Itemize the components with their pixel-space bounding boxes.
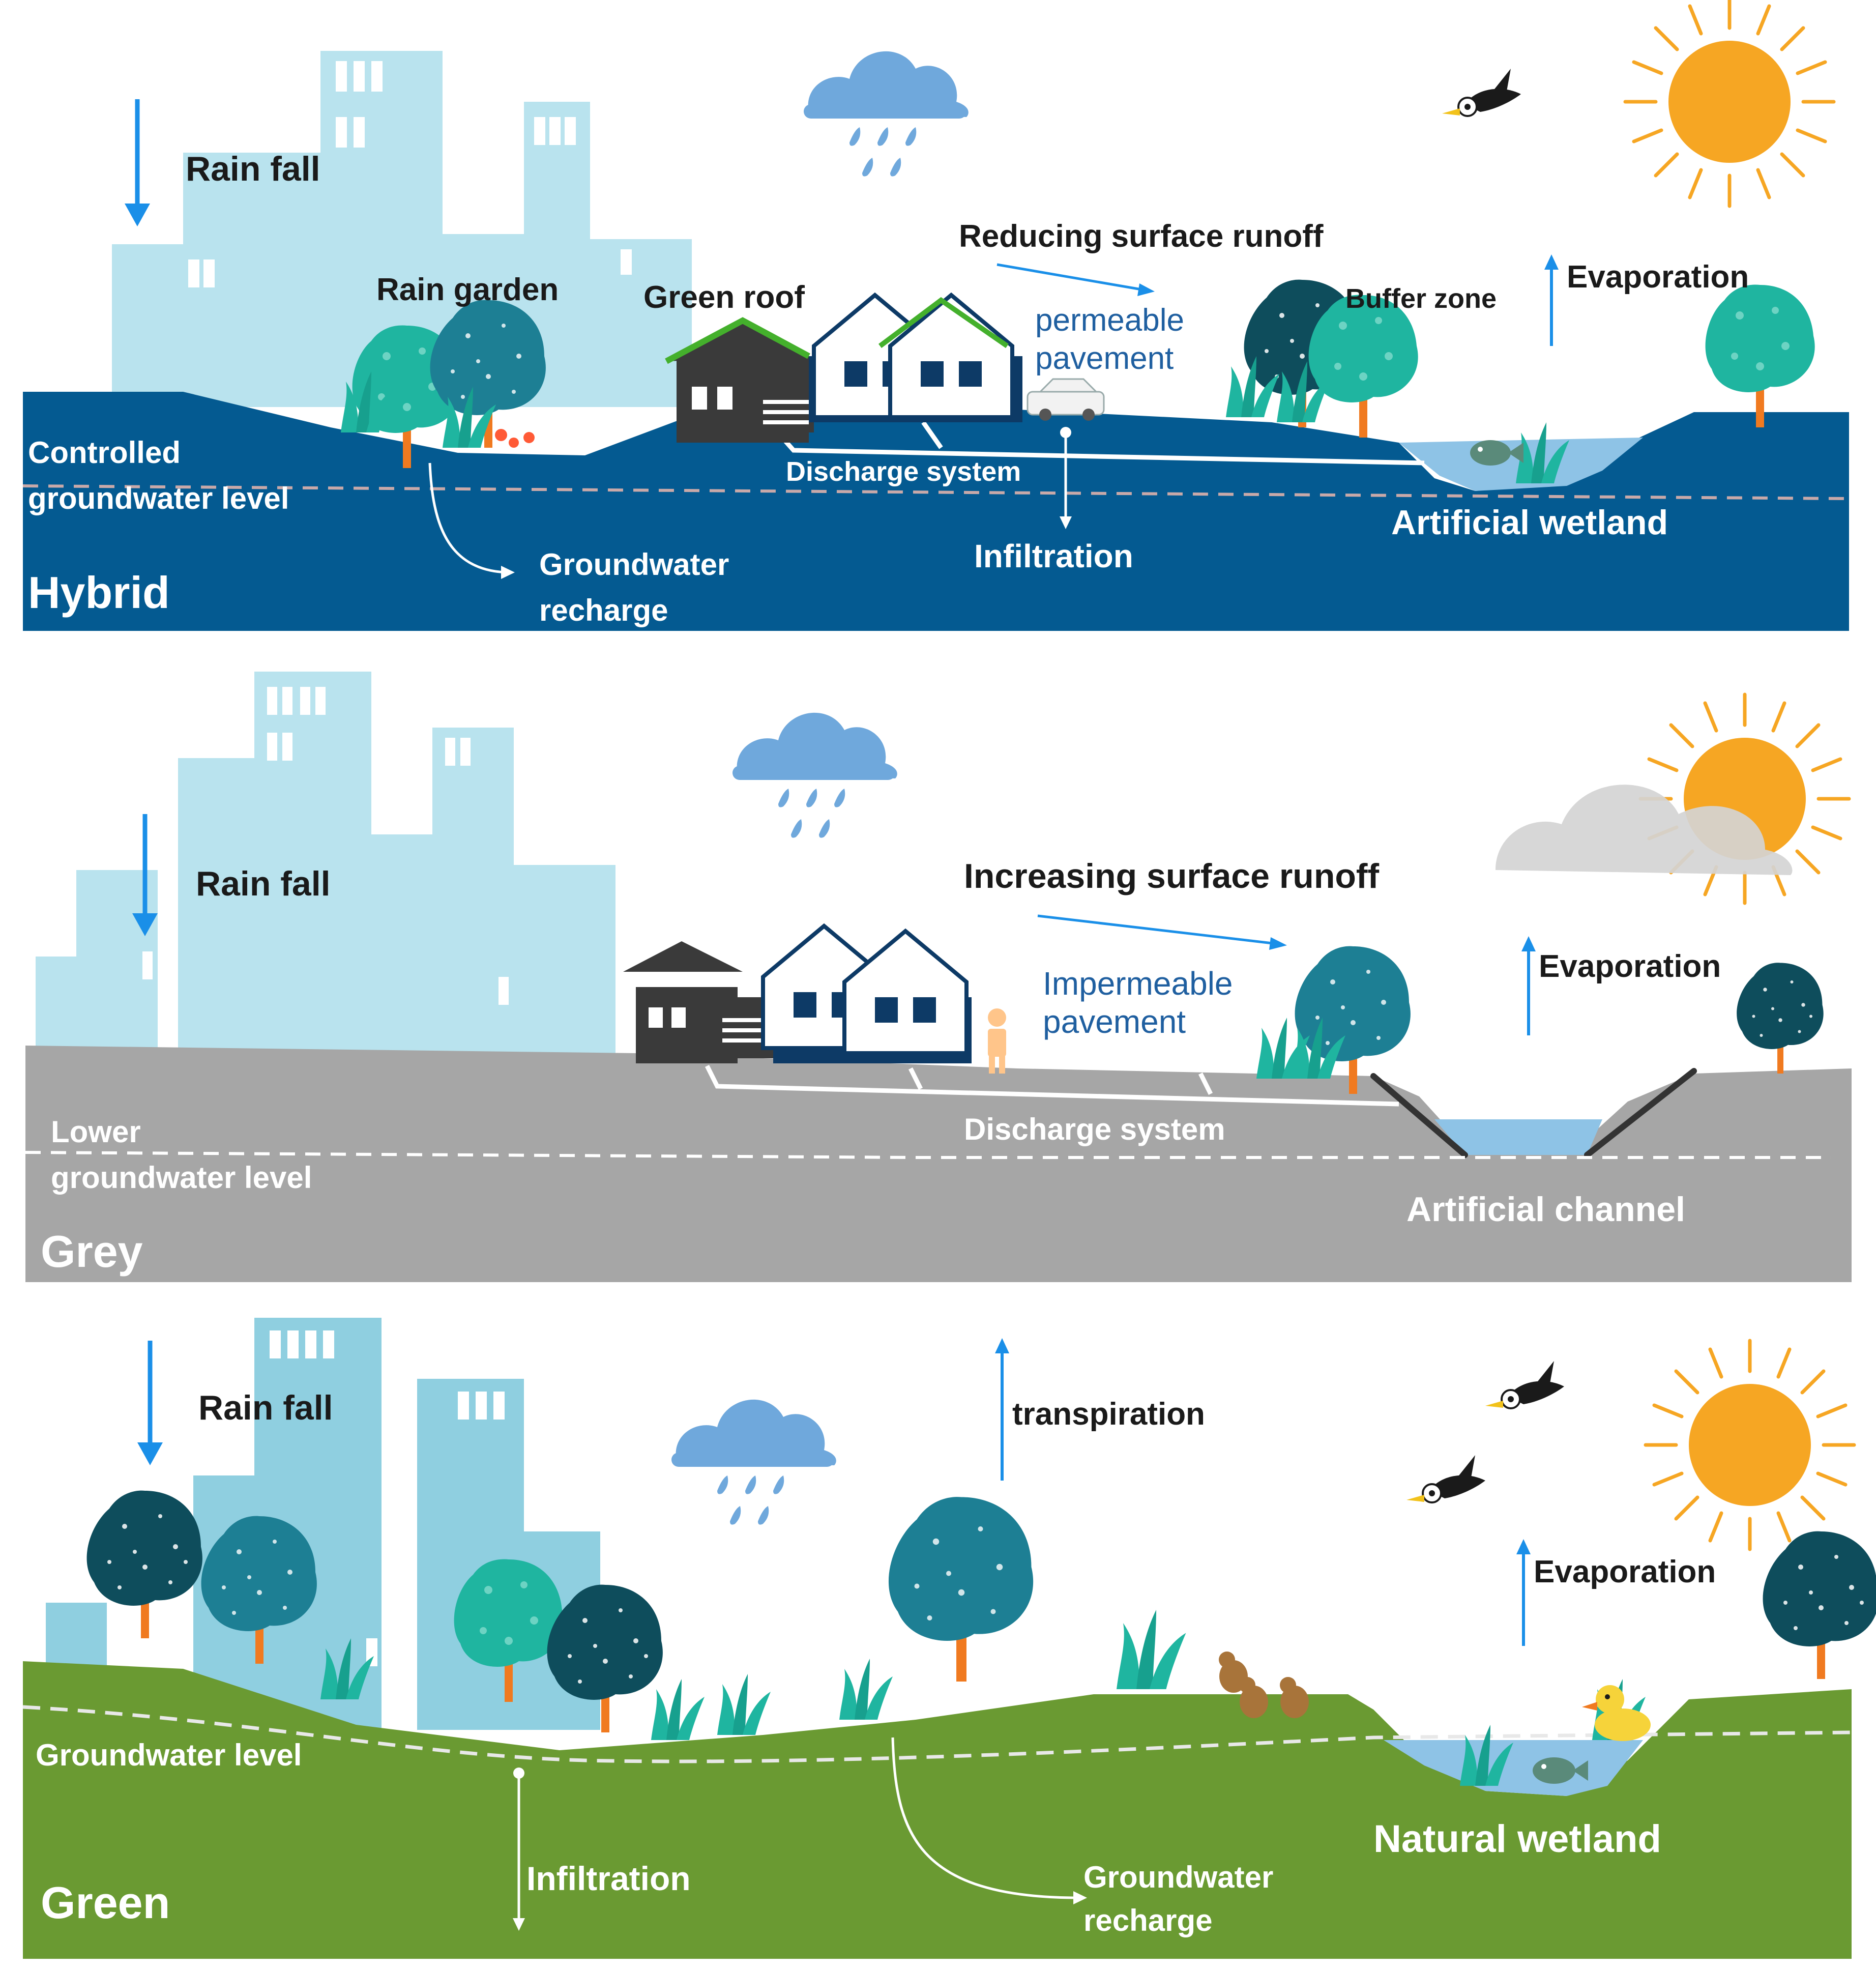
discharge-label: Discharge system: [964, 1112, 1225, 1146]
recharge-arrow: [891, 1737, 1087, 1904]
groundwater-label-line1: Controlled: [28, 436, 181, 470]
fish-icon: [1470, 440, 1523, 466]
bird-icon: [1484, 1360, 1565, 1409]
building-windows: [270, 1330, 505, 1666]
grass-icon: [1117, 1609, 1186, 1689]
discharge-pipes: [705, 1064, 1399, 1107]
infiltration-arrow: [1060, 427, 1072, 529]
natural-wetland-water: [1384, 1740, 1643, 1796]
tree-icon: [1737, 963, 1824, 1074]
person-icon: [988, 1008, 1006, 1074]
rain-cloud-icon: [804, 51, 969, 177]
evaporation-label: Evaporation: [1539, 949, 1721, 984]
pavement-label-line1: permeable: [1035, 303, 1184, 338]
channel-label: Artificial channel: [1406, 1190, 1685, 1229]
grass-icon: [717, 1674, 771, 1735]
green-roof-house: [665, 317, 814, 443]
city-buildings: [112, 51, 692, 407]
rainfall-label: Rain fall: [186, 150, 320, 188]
hybrid-panel: Rain fall Rain garden Green roof Reducin…: [22, 0, 1850, 631]
green-roof-label: Green roof: [643, 280, 805, 315]
building-windows: [188, 61, 632, 287]
sun-icon: [1646, 1341, 1854, 1549]
rainfall-label: Rain fall: [196, 864, 331, 903]
transpiration-arrow: [995, 1338, 1009, 1481]
grey-panel: Rain fall Increasing surface runoff Impe…: [25, 672, 1852, 1282]
recharge-label-line2: recharge: [539, 593, 668, 627]
tree-icon: [1705, 284, 1815, 427]
green-ground: [23, 1661, 1852, 1959]
groundwater-label-line2: groundwater level: [51, 1161, 312, 1195]
flower-icon: [495, 429, 535, 448]
pavement-label-line2: pavement: [1035, 341, 1174, 376]
rainfall-arrow: [137, 1341, 163, 1465]
evaporation-arrow: [1521, 936, 1536, 1035]
bird-icon: [1441, 68, 1522, 117]
rain-garden-label: Rain garden: [376, 272, 559, 307]
pavement-label-line2: pavement: [1043, 1003, 1186, 1040]
lower-groundwater-line: [25, 1151, 1831, 1159]
bird-icon: [1405, 1454, 1486, 1503]
runoff-arrow: [1037, 914, 1287, 950]
discharge-label: Discharge system: [786, 456, 1021, 487]
sun-icon: [1625, 0, 1834, 206]
artificial-channel-water: [1434, 1119, 1602, 1155]
grass-icon: [651, 1679, 705, 1740]
recharge-label-line1: Groundwater: [539, 547, 729, 582]
panel-title: Grey: [41, 1226, 143, 1277]
evaporation-arrow: [1516, 1539, 1531, 1646]
bird-icon: [1219, 1652, 1309, 1718]
surface-runoff-label: Reducing surface runoff: [959, 219, 1324, 254]
grey-cloud-icon: [1496, 785, 1793, 875]
infiltration-label: Infiltration: [526, 1860, 691, 1897]
grass-icon: [839, 1659, 893, 1720]
wetland-label: Artificial wetland: [1391, 503, 1668, 542]
groundwater-level-label: Groundwater level: [36, 1738, 302, 1772]
duck-icon: [1582, 1685, 1651, 1741]
groundwater-label-line1: Lower: [51, 1115, 141, 1149]
surface-runoff-label: Increasing surface runoff: [964, 857, 1380, 895]
panel-title: Hybrid: [28, 567, 170, 618]
house-icon: [623, 926, 972, 1063]
rainfall-label: Rain fall: [198, 1388, 333, 1427]
infiltration-arrow: [513, 1768, 525, 1931]
fish-icon: [1533, 1757, 1588, 1784]
evaporation-label: Evaporation: [1567, 259, 1749, 295]
city-buildings: [36, 672, 615, 1058]
tree-icon: [1763, 1531, 1876, 1679]
evaporation-arrow: [1544, 254, 1559, 346]
recharge-arrow: [428, 462, 515, 579]
tree-icon: [1308, 295, 1418, 438]
groundwater-label-line2: groundwater level: [28, 481, 289, 515]
green-panel: Rain fall transpiration Evaporation Grou…: [22, 1318, 1876, 1959]
recharge-label-line2: recharge: [1083, 1903, 1212, 1937]
tree-icon: [888, 1497, 1034, 1682]
pavement-label-line1: Impermeable: [1043, 965, 1233, 1002]
car-icon: [1027, 378, 1105, 421]
transpiration-label: transpiration: [1012, 1397, 1205, 1432]
buffer-zone-label: Buffer zone: [1345, 283, 1497, 314]
house-icon: [809, 295, 1022, 422]
groundwater-line: [22, 1705, 1852, 1763]
rainfall-arrow: [132, 814, 158, 936]
wetland-label: Natural wetland: [1373, 1817, 1661, 1861]
panel-title: Green: [41, 1877, 170, 1928]
rain-cloud-icon: [732, 712, 897, 838]
rainfall-arrow: [125, 99, 150, 226]
channel-walls: [1370, 1068, 1697, 1158]
evaporation-label: Evaporation: [1534, 1554, 1716, 1589]
recharge-label-line1: Groundwater: [1083, 1860, 1273, 1894]
infiltration-label: Infiltration: [974, 538, 1133, 574]
runoff-arrow: [996, 263, 1155, 296]
building-windows: [142, 687, 509, 1005]
hybrid-ground: [23, 392, 1849, 631]
rain-cloud-icon: [671, 1399, 836, 1525]
